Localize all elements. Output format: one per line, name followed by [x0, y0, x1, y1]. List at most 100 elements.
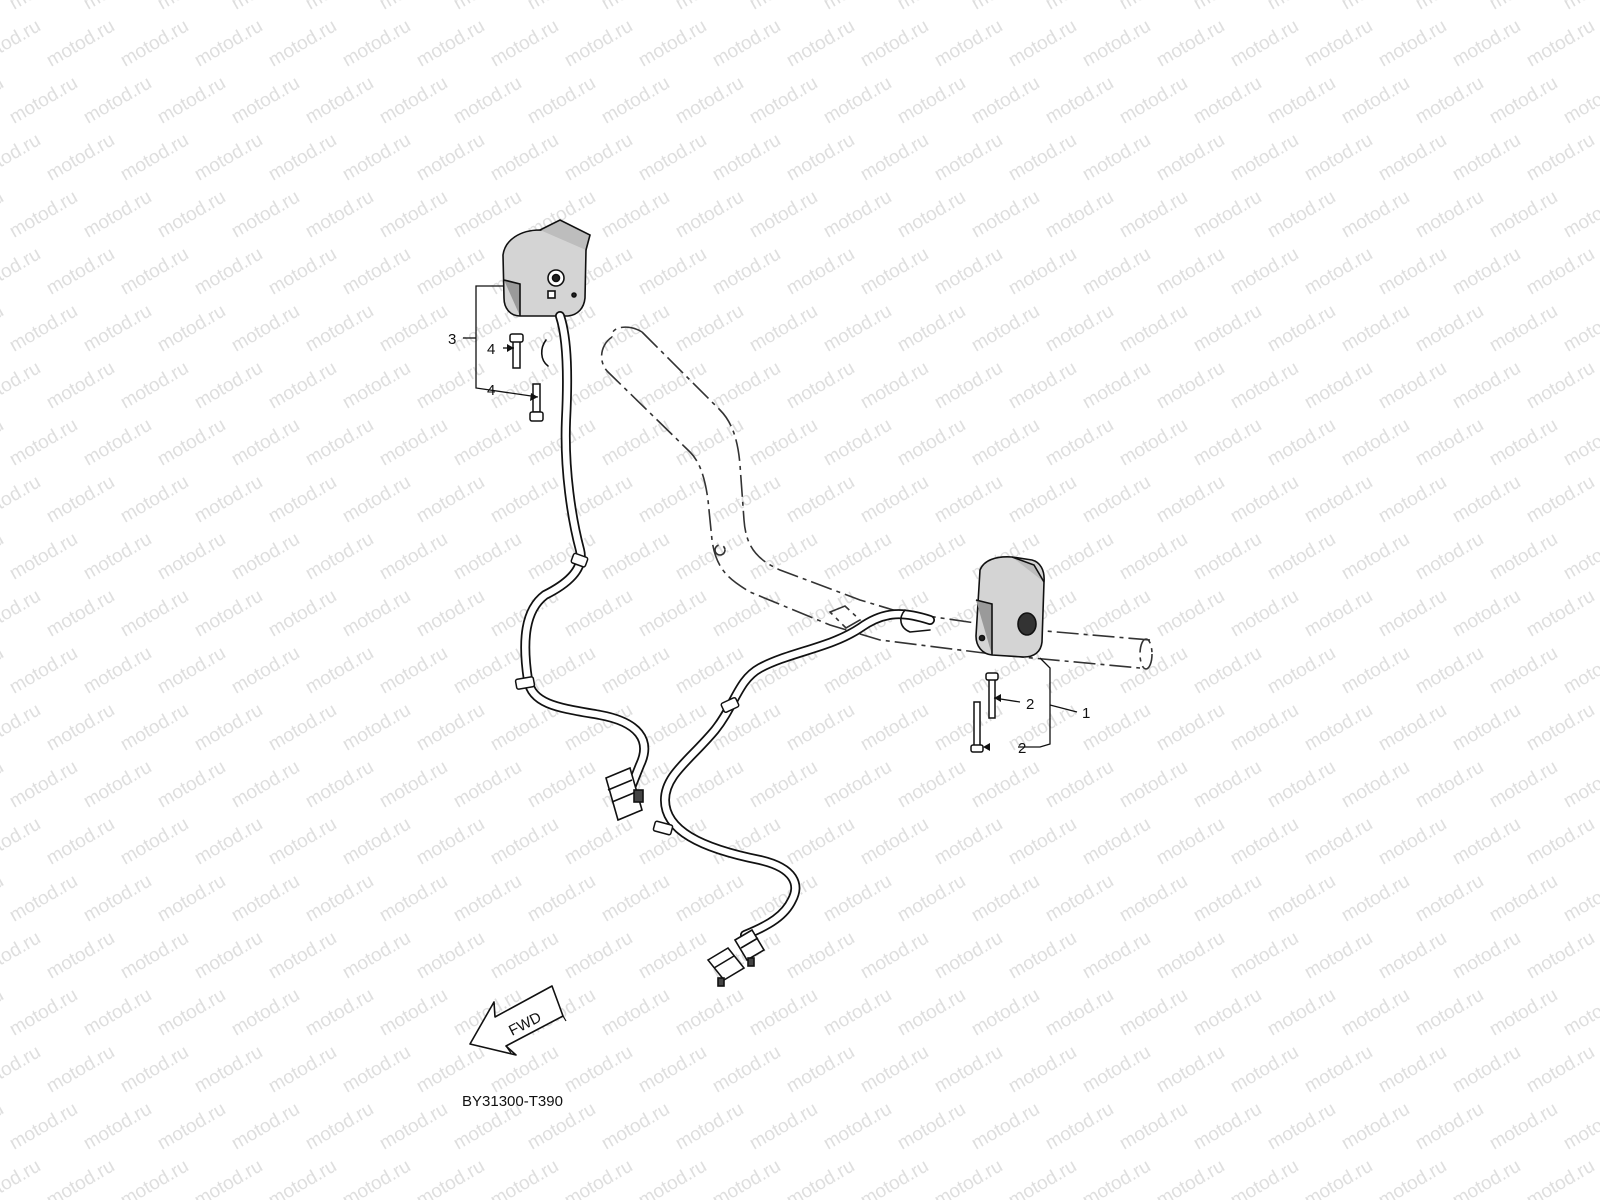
watermark-text: motod.ru: [1449, 472, 1524, 528]
left-wire-harness: [520, 311, 650, 795]
watermark-text: motod.ru: [1301, 16, 1376, 72]
watermark-text: motod.ru: [1486, 187, 1561, 243]
handlebar: [600, 326, 1153, 670]
watermark-text: motod.ru: [302, 0, 377, 14]
watermark-text: motod.ru: [413, 244, 488, 300]
watermark-text: motod.ru: [228, 0, 303, 14]
watermark-text: motod.ru: [1301, 1156, 1376, 1200]
watermark-text: motod.ru: [1116, 415, 1191, 471]
watermark-text: motod.ru: [1301, 586, 1376, 642]
watermark-text: motod.ru: [894, 643, 969, 699]
watermark-text: motod.ru: [117, 244, 192, 300]
watermark-text: motod.ru: [820, 757, 895, 813]
watermark-text: motod.ru: [783, 1042, 858, 1098]
watermark-text: motod.ru: [1375, 130, 1450, 186]
watermark-text: motod.ru: [1227, 472, 1302, 528]
watermark-text: motod.ru: [709, 130, 784, 186]
watermark-text: motod.ru: [1412, 415, 1487, 471]
watermark-text: motod.ru: [117, 814, 192, 870]
watermark-text: motod.ru: [524, 757, 599, 813]
watermark-text: motod.ru: [1375, 1042, 1450, 1098]
watermark-text: motod.ru: [0, 415, 7, 471]
watermark-text: motod.ru: [117, 1156, 192, 1200]
watermark-text: motod.ru: [1449, 700, 1524, 756]
watermark-text: motod.ru: [709, 244, 784, 300]
watermark-text: motod.ru: [265, 1156, 340, 1200]
watermark-text: motod.ru: [1412, 757, 1487, 813]
watermark-text: motod.ru: [450, 415, 525, 471]
watermark-text: motod.ru: [1449, 1042, 1524, 1098]
watermark-text: motod.ru: [857, 814, 932, 870]
watermark-text: motod.ru: [524, 0, 599, 14]
watermark-text: motod.ru: [1116, 985, 1191, 1041]
watermark-text: motod.ru: [635, 1042, 710, 1098]
watermark-text: motod.ru: [1560, 757, 1600, 813]
watermark-text: motod.ru: [746, 529, 821, 585]
watermark-text: motod.ru: [1116, 643, 1191, 699]
watermark-text: motod.ru: [0, 0, 7, 14]
watermark-text: motod.ru: [820, 73, 895, 129]
watermark-text: motod.ru: [0, 985, 7, 1041]
watermark-text: motod.ru: [265, 130, 340, 186]
watermark-text: motod.ru: [1412, 529, 1487, 585]
watermark-text: motod.ru: [6, 643, 81, 699]
watermark-text: motod.ru: [0, 757, 7, 813]
watermark-text: motod.ru: [1375, 586, 1450, 642]
watermark-text: motod.ru: [80, 73, 155, 129]
watermark-text: motod.ru: [1560, 643, 1600, 699]
watermark-text: motod.ru: [1153, 244, 1228, 300]
watermark-text: motod.ru: [43, 244, 118, 300]
watermark-text: motod.ru: [1338, 757, 1413, 813]
watermark-text: motod.ru: [376, 187, 451, 243]
watermark-text: motod.ru: [450, 73, 525, 129]
watermark-text: motod.ru: [1486, 643, 1561, 699]
watermark-text: motod.ru: [228, 301, 303, 357]
watermark-text: motod.ru: [1301, 1042, 1376, 1098]
watermark-text: motod.ru: [1264, 529, 1339, 585]
watermark-text: motod.ru: [931, 1156, 1006, 1200]
watermark-text: motod.ru: [783, 130, 858, 186]
watermark-text: motod.ru: [968, 301, 1043, 357]
watermark-text: motod.ru: [746, 301, 821, 357]
watermark-text: motod.ru: [413, 1156, 488, 1200]
watermark-text: motod.ru: [1153, 586, 1228, 642]
watermark-text: motod.ru: [1042, 301, 1117, 357]
watermark-text: motod.ru: [598, 1099, 673, 1155]
watermark-text: motod.ru: [1338, 985, 1413, 1041]
watermark-text: motod.ru: [265, 358, 340, 414]
watermark-text: motod.ru: [154, 985, 229, 1041]
watermark-text: motod.ru: [672, 871, 747, 927]
watermark-text: motod.ru: [302, 1099, 377, 1155]
watermark-text: motod.ru: [598, 871, 673, 927]
watermark-text: motod.ru: [80, 301, 155, 357]
watermark-text: motod.ru: [339, 1156, 414, 1200]
watermark-text: motod.ru: [524, 871, 599, 927]
watermark-text: motod.ru: [1375, 244, 1450, 300]
watermark-text: motod.ru: [6, 529, 81, 585]
watermark-text: motod.ru: [1338, 529, 1413, 585]
watermark-text: motod.ru: [1079, 16, 1154, 72]
watermark-text: motod.ru: [820, 871, 895, 927]
watermark-text: motod.ru: [339, 586, 414, 642]
watermark-text: motod.ru: [265, 586, 340, 642]
watermark-text: motod.ru: [931, 1042, 1006, 1098]
watermark-text: motod.ru: [1153, 1042, 1228, 1098]
watermark-text: motod.ru: [0, 187, 7, 243]
watermark-text: motod.ru: [302, 643, 377, 699]
watermark-text: motod.ru: [1116, 529, 1191, 585]
watermark-text: motod.ru: [154, 415, 229, 471]
watermark-text: motod.ru: [1227, 1042, 1302, 1098]
watermark-text: motod.ru: [746, 985, 821, 1041]
watermark-text: motod.ru: [1523, 16, 1598, 72]
watermark-text: motod.ru: [857, 1156, 932, 1200]
watermark-text: motod.ru: [1079, 358, 1154, 414]
watermark-text: motod.ru: [0, 301, 7, 357]
diagram-code: BY31300-T390: [462, 1093, 563, 1110]
watermark-text: motod.ru: [450, 871, 525, 927]
watermark-text: motod.ru: [1042, 529, 1117, 585]
watermark-text: motod.ru: [857, 130, 932, 186]
watermark-text: motod.ru: [931, 358, 1006, 414]
watermark-text: motod.ru: [1042, 757, 1117, 813]
watermark-text: motod.ru: [820, 985, 895, 1041]
watermark-text: motod.ru: [228, 1099, 303, 1155]
